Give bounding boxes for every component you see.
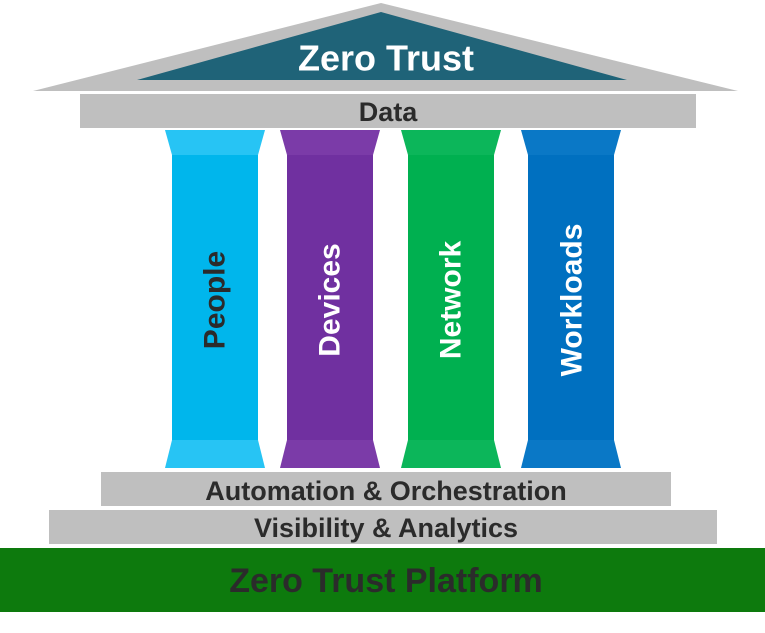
pillar-devices-shaft [287, 155, 373, 440]
pillar-people-capital [165, 130, 265, 155]
pillar-devices-capital [280, 130, 380, 155]
roof: Zero Trust [33, 3, 738, 91]
pillar-people-base [165, 440, 265, 468]
step-visibility-label: Visibility & Analytics [254, 513, 518, 543]
pillar-workloads-shaft [528, 155, 614, 440]
pillar-workloads: Workloads [521, 130, 621, 468]
roof-title: Zero Trust [298, 38, 474, 79]
data-beam-label: Data [359, 97, 419, 127]
pillar-people-label: People [199, 251, 232, 349]
pillar-network-shaft [408, 155, 494, 440]
pillar-devices: Devices [280, 130, 380, 468]
pillar-workloads-label: Workloads [556, 224, 589, 377]
platform-bar [0, 548, 765, 612]
roof-inner [137, 12, 627, 80]
step-automation-bar [101, 472, 671, 506]
step-automation: Automation & Orchestration [101, 472, 671, 506]
pillar-workloads-base [521, 440, 621, 468]
pillar-workloads-capital [521, 130, 621, 155]
step-visibility: Visibility & Analytics [49, 510, 717, 544]
pillar-network-label: Network [435, 241, 468, 360]
data-beam: Data [80, 94, 696, 128]
data-beam-bar [80, 94, 696, 128]
pillar-devices-label: Devices [314, 243, 347, 356]
pillar-people-shaft [172, 155, 258, 440]
pillar-network: Network [401, 130, 501, 468]
pillar-devices-base [280, 440, 380, 468]
pillars: People Devices Network Workloads [165, 130, 621, 468]
pillar-people: People [165, 130, 265, 468]
platform-label: Zero Trust Platform [229, 562, 543, 600]
pillar-network-base [401, 440, 501, 468]
pillar-network-capital [401, 130, 501, 155]
step-automation-label: Automation & Orchestration [205, 476, 567, 506]
platform: Zero Trust Platform [0, 548, 765, 612]
step-visibility-bar [49, 510, 717, 544]
